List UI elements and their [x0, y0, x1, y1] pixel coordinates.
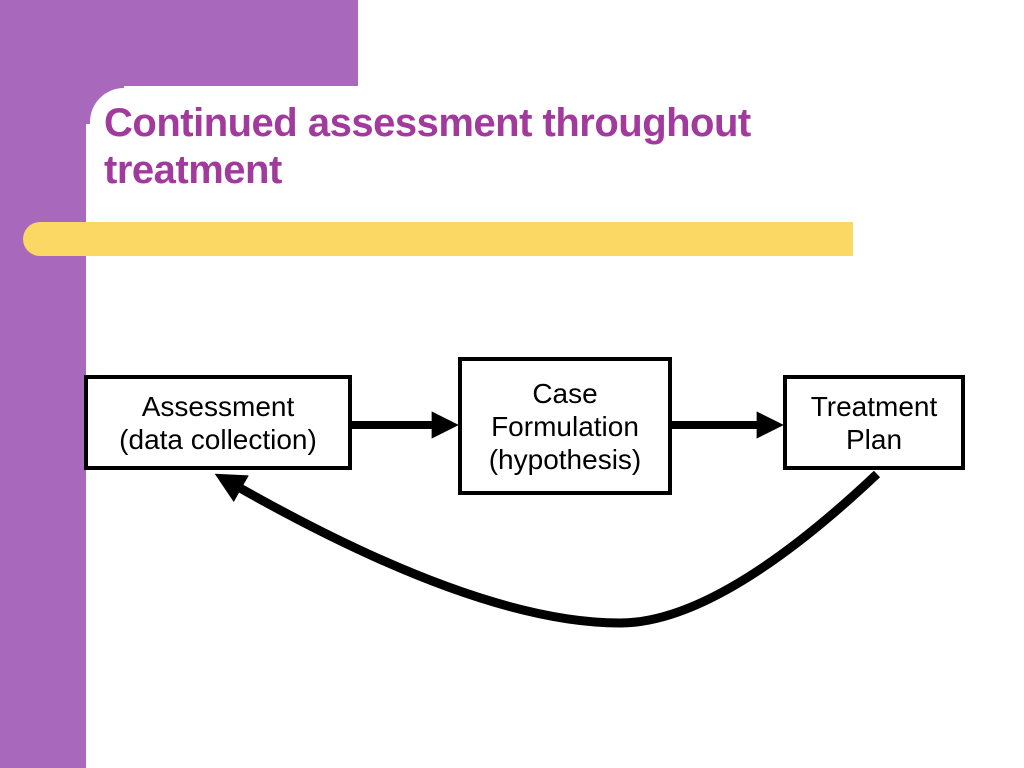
slide-title: Continued assessment throughout treatmen… [104, 101, 751, 192]
flow-box-line: Formulation [491, 410, 639, 442]
flow-box-case-formulation: Case Formulation (hypothesis) [458, 357, 672, 495]
flow-box-treatment-plan: Treatment Plan [783, 375, 965, 470]
left-accent-bar [0, 0, 86, 768]
flow-box-line: (data collection) [119, 423, 317, 455]
flow-box-line: Case [532, 377, 598, 409]
flow-box-line: Assessment [141, 390, 295, 422]
title-underline-bar [23, 222, 853, 256]
flow-box-line: Plan [845, 423, 903, 455]
flow-box-line: Treatment [810, 390, 938, 422]
flow-box-line: (hypothesis) [488, 443, 642, 475]
flow-box-assessment: Assessment (data collection) [84, 375, 352, 470]
